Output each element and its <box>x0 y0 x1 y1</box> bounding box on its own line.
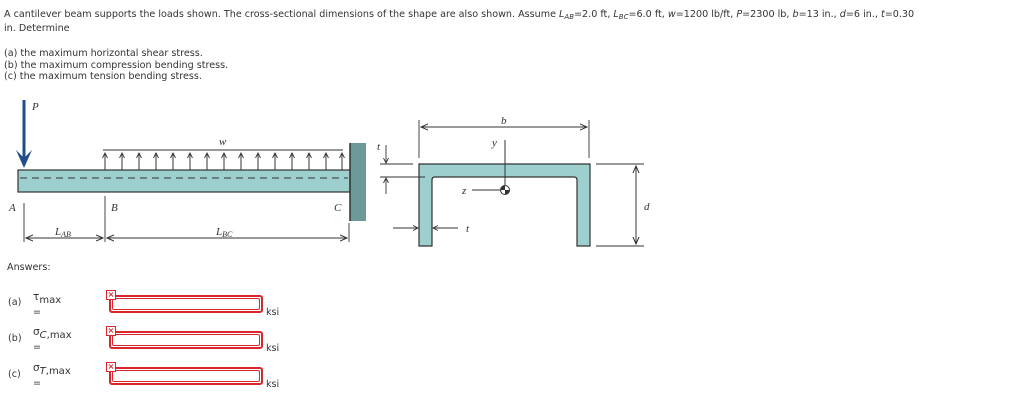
label-w: w <box>219 136 227 148</box>
dimension-d <box>596 163 644 247</box>
beam <box>17 169 351 193</box>
answer-part-label: (b) <box>8 333 22 344</box>
unit-label: ksi <box>266 307 280 318</box>
tau-max-input-box[interactable] <box>109 295 263 313</box>
problem-line-1: A cantilever beam supports the loads sho… <box>4 9 915 21</box>
beam-dimension-lines <box>23 196 350 242</box>
unit-label: ksi <box>266 379 280 390</box>
dimension-b <box>418 120 590 158</box>
tau-max-input[interactable] <box>114 299 258 310</box>
answer-symbol: σT,max = <box>33 362 71 389</box>
fixed-wall <box>349 143 366 221</box>
label-P: P <box>31 101 39 113</box>
part-b-text: (b) the maximum compression bending stre… <box>4 59 229 71</box>
incorrect-icon: × <box>106 362 116 372</box>
label-C: C <box>334 202 342 214</box>
label-y: y <box>491 137 497 149</box>
beam-figure: P w A B C L <box>8 100 650 247</box>
problem-line-2: in. Determine <box>4 23 70 34</box>
answers-heading: Answers: <box>7 262 51 273</box>
part-a-text: (a) the maximum horizontal shear stress. <box>4 48 203 59</box>
answer-part-label: (a) <box>8 297 22 308</box>
distributed-load-arrows-icon <box>103 149 343 170</box>
answer-symbol: σC,max = <box>33 326 72 353</box>
centroid-axes <box>472 140 506 191</box>
problem-statement: A cantilever beam supports the loads sho… <box>4 9 1024 35</box>
point-load-arrow-icon <box>16 100 32 168</box>
answer-symbol: τmax = <box>33 291 62 318</box>
label-t-flange: t <box>377 141 381 153</box>
label-LBC: LBC <box>215 226 233 239</box>
incorrect-icon: × <box>106 290 116 300</box>
label-z: z <box>461 185 467 197</box>
problem-parts: (a) the maximum horizontal shear stress.… <box>4 48 228 83</box>
label-A: A <box>8 202 16 214</box>
part-c-text: (c) the maximum tension bending stress. <box>4 71 202 82</box>
label-B: B <box>111 202 118 214</box>
sigma-t-max-input-box[interactable] <box>109 367 263 385</box>
label-LAB: LAB <box>54 226 71 239</box>
unit-label: ksi <box>266 343 280 354</box>
label-d: d <box>644 201 650 213</box>
incorrect-icon: × <box>106 326 116 336</box>
sigma-c-max-input[interactable] <box>114 335 258 346</box>
sigma-t-max-input[interactable] <box>114 371 258 382</box>
sigma-c-max-input-box[interactable] <box>109 331 263 349</box>
label-t-web: t <box>466 223 470 235</box>
centroid-icon <box>500 185 510 195</box>
dimension-t-flange <box>380 145 425 194</box>
label-b: b <box>501 115 507 127</box>
channel-cross-section <box>418 163 591 247</box>
answer-part-label: (c) <box>8 369 21 380</box>
